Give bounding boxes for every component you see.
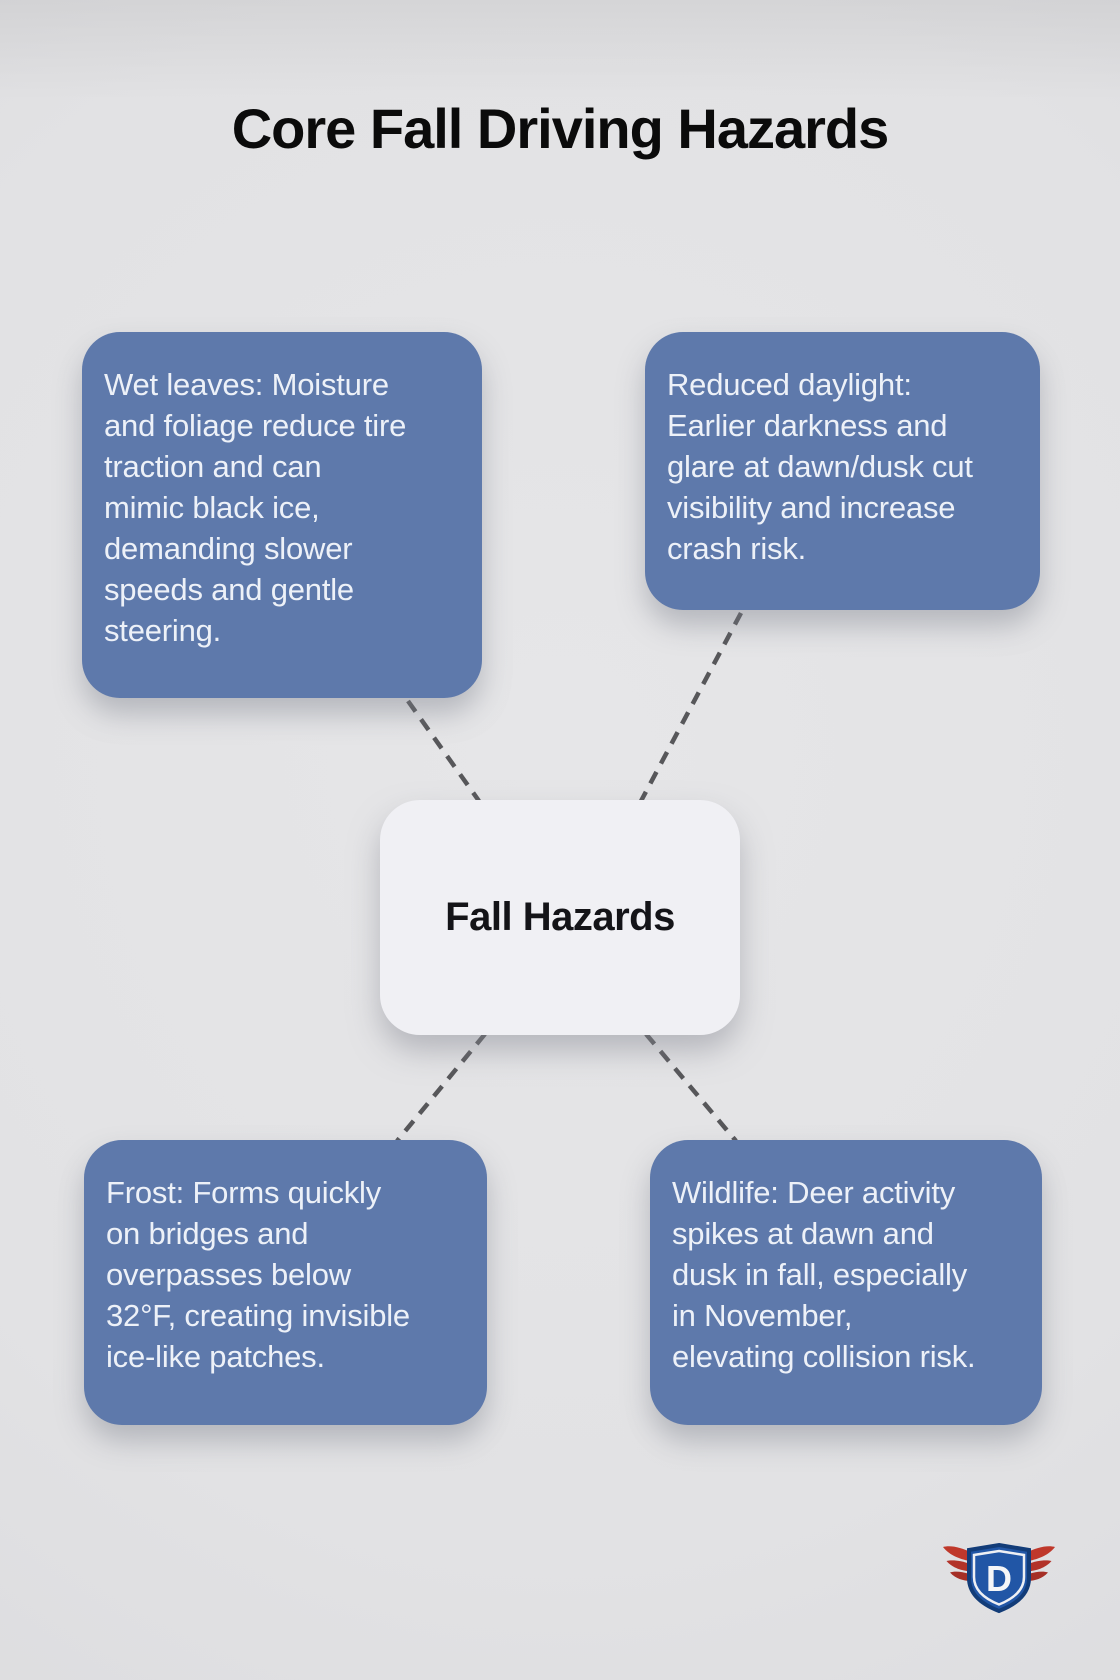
logo-letter: D: [986, 1558, 1012, 1599]
connector-line-wet-leaves: [406, 699, 481, 803]
hazard-card-wildlife: Wildlife: Deer activity spikes at dawn a…: [650, 1140, 1042, 1425]
wing-icon-right: [1026, 1546, 1055, 1581]
wing-icon-left: [943, 1546, 972, 1581]
connector-line-reduced-daylight: [639, 611, 743, 803]
brand-logo: D: [943, 1542, 1055, 1614]
hazard-card-wet-leaves: Wet leaves: Moisture and foliage reduce …: [82, 332, 482, 698]
shield-icon: [967, 1542, 1031, 1614]
hazard-card-frost: Frost: Forms quickly on bridges and over…: [84, 1140, 487, 1425]
connector-line-wildlife: [644, 1032, 738, 1143]
hazard-card-reduced-daylight: Reduced daylight: Earlier darkness and g…: [645, 332, 1040, 610]
hazard-text-reduced-daylight: Reduced daylight: Earlier darkness and g…: [667, 367, 973, 566]
hazard-text-wildlife: Wildlife: Deer activity spikes at dawn a…: [672, 1175, 976, 1374]
center-node: Fall Hazards: [380, 800, 740, 1035]
hazard-text-wet-leaves: Wet leaves: Moisture and foliage reduce …: [104, 367, 407, 648]
connector-line-frost: [395, 1032, 487, 1143]
page-title: Core Fall Driving Hazards: [231, 97, 890, 160]
hazard-text-frost: Frost: Forms quickly on bridges and over…: [106, 1175, 410, 1374]
center-node-label: Fall Hazards: [445, 895, 675, 939]
